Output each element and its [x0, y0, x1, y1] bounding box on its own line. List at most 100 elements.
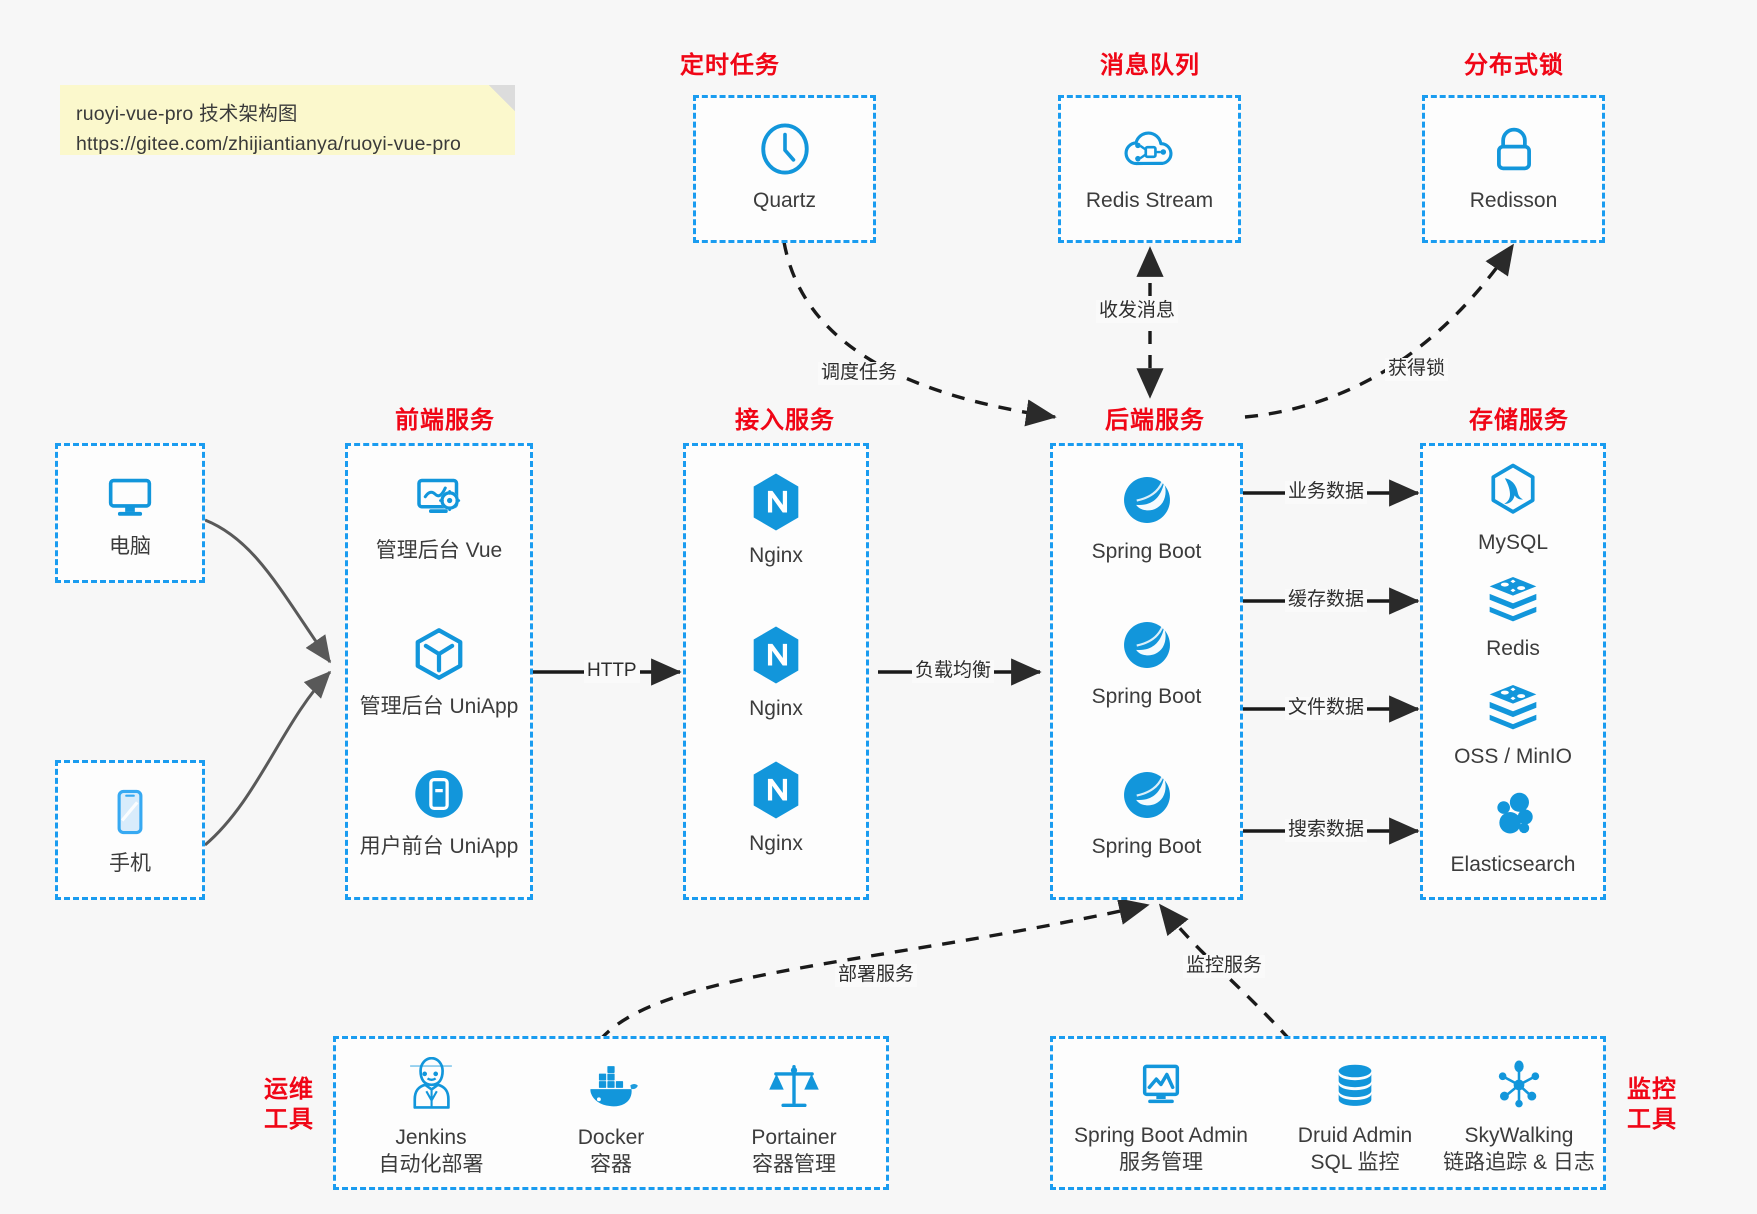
node-phone[interactable]: 手机 [58, 783, 202, 877]
node-quartz[interactable]: Quartz [696, 120, 873, 214]
node-nginx-3[interactable]: Nginx [686, 759, 866, 857]
node-label: Quartz [752, 189, 817, 212]
node-mysql[interactable]: MySQL [1423, 462, 1603, 556]
node-oss-minio[interactable]: OSS / MinIO [1423, 678, 1603, 770]
node-admin-vue[interactable]: 管理后台 Vue [348, 468, 530, 564]
group-title-devops-line1: 运维 [264, 1076, 314, 1103]
node-label: Redis Stream [1085, 189, 1214, 212]
node-label: Redis [1486, 637, 1540, 660]
group-box-device-phone[interactable]: 手机 [55, 760, 205, 900]
node-label: 管理后台 Vue [375, 539, 503, 562]
group-title-monitor: 监控 工具 [1617, 1075, 1687, 1135]
node-druid-admin[interactable]: Druid Admin SQL 监控 [1267, 1057, 1443, 1178]
node-label: Spring Boot [1091, 540, 1202, 563]
group-title-storage: 存储服务 [1469, 407, 1569, 434]
smartphone-icon [117, 789, 143, 835]
note-line-1: ruoyi-vue-pro 技术架构图 [76, 103, 298, 125]
nginx-icon [753, 761, 799, 819]
node-portainer[interactable]: Portainer 容器管理 [706, 1057, 882, 1180]
node-label: Spring Boot Admin [1074, 1124, 1248, 1147]
node-label: MySQL [1477, 531, 1548, 554]
node-user-uniapp[interactable]: 用户前台 UniApp [348, 764, 530, 860]
hexagon-cube-icon [415, 628, 463, 680]
nginx-icon [753, 473, 799, 531]
redis-stack-icon [1489, 577, 1537, 622]
group-box-frontend[interactable]: 管理后台 Vue 管理后台 UniApp 用户前台 UniApp [345, 443, 533, 900]
node-label: Nginx [749, 832, 803, 855]
monitor-chart-icon [1142, 1064, 1180, 1104]
spring-leaf-icon [1123, 477, 1170, 523]
database-icon [1338, 1064, 1372, 1106]
node-label: Elasticsearch [1450, 853, 1576, 876]
edge-label-file-data: 文件数据 [1285, 697, 1368, 720]
node-spring-boot-3[interactable]: Spring Boot [1053, 766, 1240, 860]
node-label: Spring Boot [1091, 685, 1202, 708]
dashboard-settings-icon [417, 478, 461, 513]
group-box-mq[interactable]: Redis Stream [1058, 95, 1241, 243]
node-label: Spring Boot [1091, 835, 1202, 858]
node-label: 电脑 [109, 535, 151, 558]
group-box-devops[interactable]: Jenkins 自动化部署 Docker 容器 [333, 1036, 889, 1190]
node-label: SkyWalking [1464, 1124, 1574, 1147]
node-skywalking[interactable]: SkyWalking 链路追踪 & 日志 [1431, 1057, 1607, 1178]
title-note: ruoyi-vue-pro 技术架构图 https://gitee.com/zh… [60, 85, 515, 155]
edge-label-get-lock: 获得锁 [1385, 358, 1449, 381]
node-admin-uniapp[interactable]: 管理后台 UniApp [348, 624, 530, 720]
note-fold-corner [489, 85, 515, 111]
edge-label-http: HTTP [584, 660, 640, 683]
group-box-backend[interactable]: Spring Boot Spring Boot Spring Boot [1050, 443, 1243, 900]
node-spring-boot-admin[interactable]: Spring Boot Admin 服务管理 [1055, 1057, 1267, 1178]
node-label: Nginx [749, 544, 803, 567]
node-spring-boot-2[interactable]: Spring Boot [1053, 616, 1240, 710]
group-title-backend: 后端服务 [1105, 407, 1205, 434]
node-sublabel: 容器 [590, 1153, 632, 1177]
node-label: 手机 [109, 852, 151, 875]
group-box-storage[interactable]: MySQL Redis [1420, 443, 1606, 900]
node-nginx-2[interactable]: Nginx [686, 624, 866, 722]
node-nginx-1[interactable]: Nginx [686, 471, 866, 569]
node-redis[interactable]: Redis [1423, 570, 1603, 662]
desktop-icon [108, 478, 152, 516]
node-label: Nginx [749, 697, 803, 720]
node-sublabel: 服务管理 [1119, 1151, 1203, 1175]
group-title-mq: 消息队列 [1100, 52, 1200, 79]
edge-label-search-data: 搜索数据 [1285, 819, 1368, 842]
jenkins-butler-icon [410, 1057, 452, 1109]
node-redis-stream[interactable]: Redis Stream [1061, 120, 1238, 214]
edge-label-message: 收发消息 [1096, 300, 1179, 323]
edge-label-load-balance: 负载均衡 [912, 660, 995, 683]
group-title-gateway: 接入服务 [735, 407, 835, 434]
docker-whale-icon [590, 1066, 638, 1107]
group-box-monitor[interactable]: Spring Boot Admin 服务管理 Druid Admin SQL 监… [1050, 1036, 1606, 1190]
node-sublabel: 链路追踪 & 日志 [1443, 1151, 1595, 1175]
group-title-devops: 运维 工具 [254, 1075, 324, 1135]
skywalking-icon [1498, 1060, 1540, 1108]
node-docker[interactable]: Docker 容器 [526, 1057, 696, 1180]
group-title-lock: 分布式锁 [1464, 52, 1564, 79]
node-redisson[interactable]: Redisson [1425, 120, 1602, 214]
edge-label-deploy: 部署服务 [835, 964, 918, 987]
node-label: Druid Admin [1297, 1124, 1413, 1147]
mysql-dolphin-icon [1491, 463, 1535, 514]
node-sublabel: 自动化部署 [378, 1153, 484, 1177]
redis-stack-icon [1489, 685, 1537, 730]
node-sublabel: 容器管理 [752, 1153, 836, 1177]
node-spring-boot-1[interactable]: Spring Boot [1053, 471, 1240, 565]
node-sublabel: SQL 监控 [1310, 1151, 1400, 1175]
node-label: Docker [577, 1126, 645, 1149]
group-box-lock[interactable]: Redisson [1422, 95, 1605, 243]
elasticsearch-icon [1497, 792, 1533, 834]
node-elasticsearch[interactable]: Elasticsearch [1423, 786, 1603, 878]
node-label: Portainer [751, 1126, 837, 1149]
nginx-icon [753, 626, 799, 684]
group-box-device-pc[interactable]: 电脑 [55, 443, 205, 583]
cloud-node-icon [1124, 131, 1172, 166]
clock-icon [760, 123, 809, 175]
node-pc[interactable]: 电脑 [58, 466, 202, 560]
lock-icon [1496, 127, 1531, 171]
group-box-gateway[interactable]: Nginx Nginx Nginx [683, 443, 869, 900]
edge-label-cache-data: 缓存数据 [1285, 589, 1368, 612]
node-jenkins[interactable]: Jenkins 自动化部署 [346, 1057, 516, 1180]
group-title-monitor-line2: 工具 [1627, 1106, 1677, 1133]
group-box-scheduler[interactable]: Quartz [693, 95, 876, 243]
